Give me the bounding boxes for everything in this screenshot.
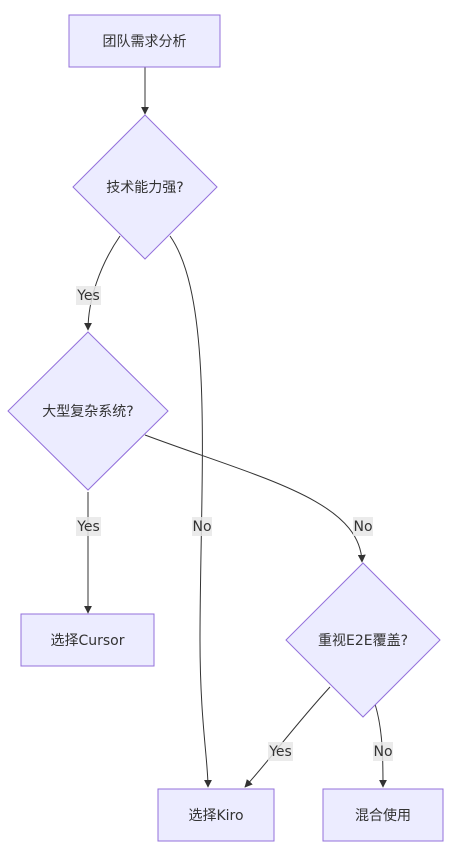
svg-text:选择Cursor: 选择Cursor <box>50 633 124 649</box>
node-large-complex: 大型复杂系统? <box>7 331 169 491</box>
node-pick-cursor: 选择Cursor <box>20 613 155 667</box>
node-e2e-coverage: 重视E2E覆盖? <box>285 562 441 718</box>
svg-text:No: No <box>192 519 211 535</box>
edge-label-tech-no: No <box>192 517 212 536</box>
svg-text:混合使用: 混合使用 <box>355 807 411 824</box>
edge-label-large-yes: Yes <box>76 517 101 536</box>
svg-text:重视E2E覆盖?: 重视E2E覆盖? <box>318 633 408 649</box>
edge-label-tech-yes: Yes <box>76 286 101 305</box>
svg-text:No: No <box>353 519 372 535</box>
edge-label-e2e-no: No <box>373 742 393 761</box>
edge-tech-yes <box>84 235 121 331</box>
edge-large-no <box>144 434 366 563</box>
edge-label-large-no: No <box>353 517 373 536</box>
svg-text:大型复杂系统?: 大型复杂系统? <box>42 403 133 420</box>
node-tech-strong: 技术能力强? <box>72 114 218 260</box>
svg-text:Yes: Yes <box>76 519 100 535</box>
edge-e2e-yes <box>244 686 331 788</box>
svg-text:技术能力强?: 技术能力强? <box>106 180 183 196</box>
svg-text:Yes: Yes <box>268 744 292 760</box>
node-pick-kiro: 选择Kiro <box>157 788 275 842</box>
edge-label-e2e-yes: Yes <box>268 742 293 761</box>
node-mixed-use: 混合使用 <box>322 788 444 842</box>
edge-tech-no <box>169 235 212 788</box>
svg-text:Yes: Yes <box>76 288 100 304</box>
node-analyze: 团队需求分析 <box>68 14 221 68</box>
svg-text:No: No <box>373 744 392 760</box>
svg-text:选择Kiro: 选择Kiro <box>188 808 243 824</box>
svg-text:团队需求分析: 团队需求分析 <box>103 34 187 50</box>
